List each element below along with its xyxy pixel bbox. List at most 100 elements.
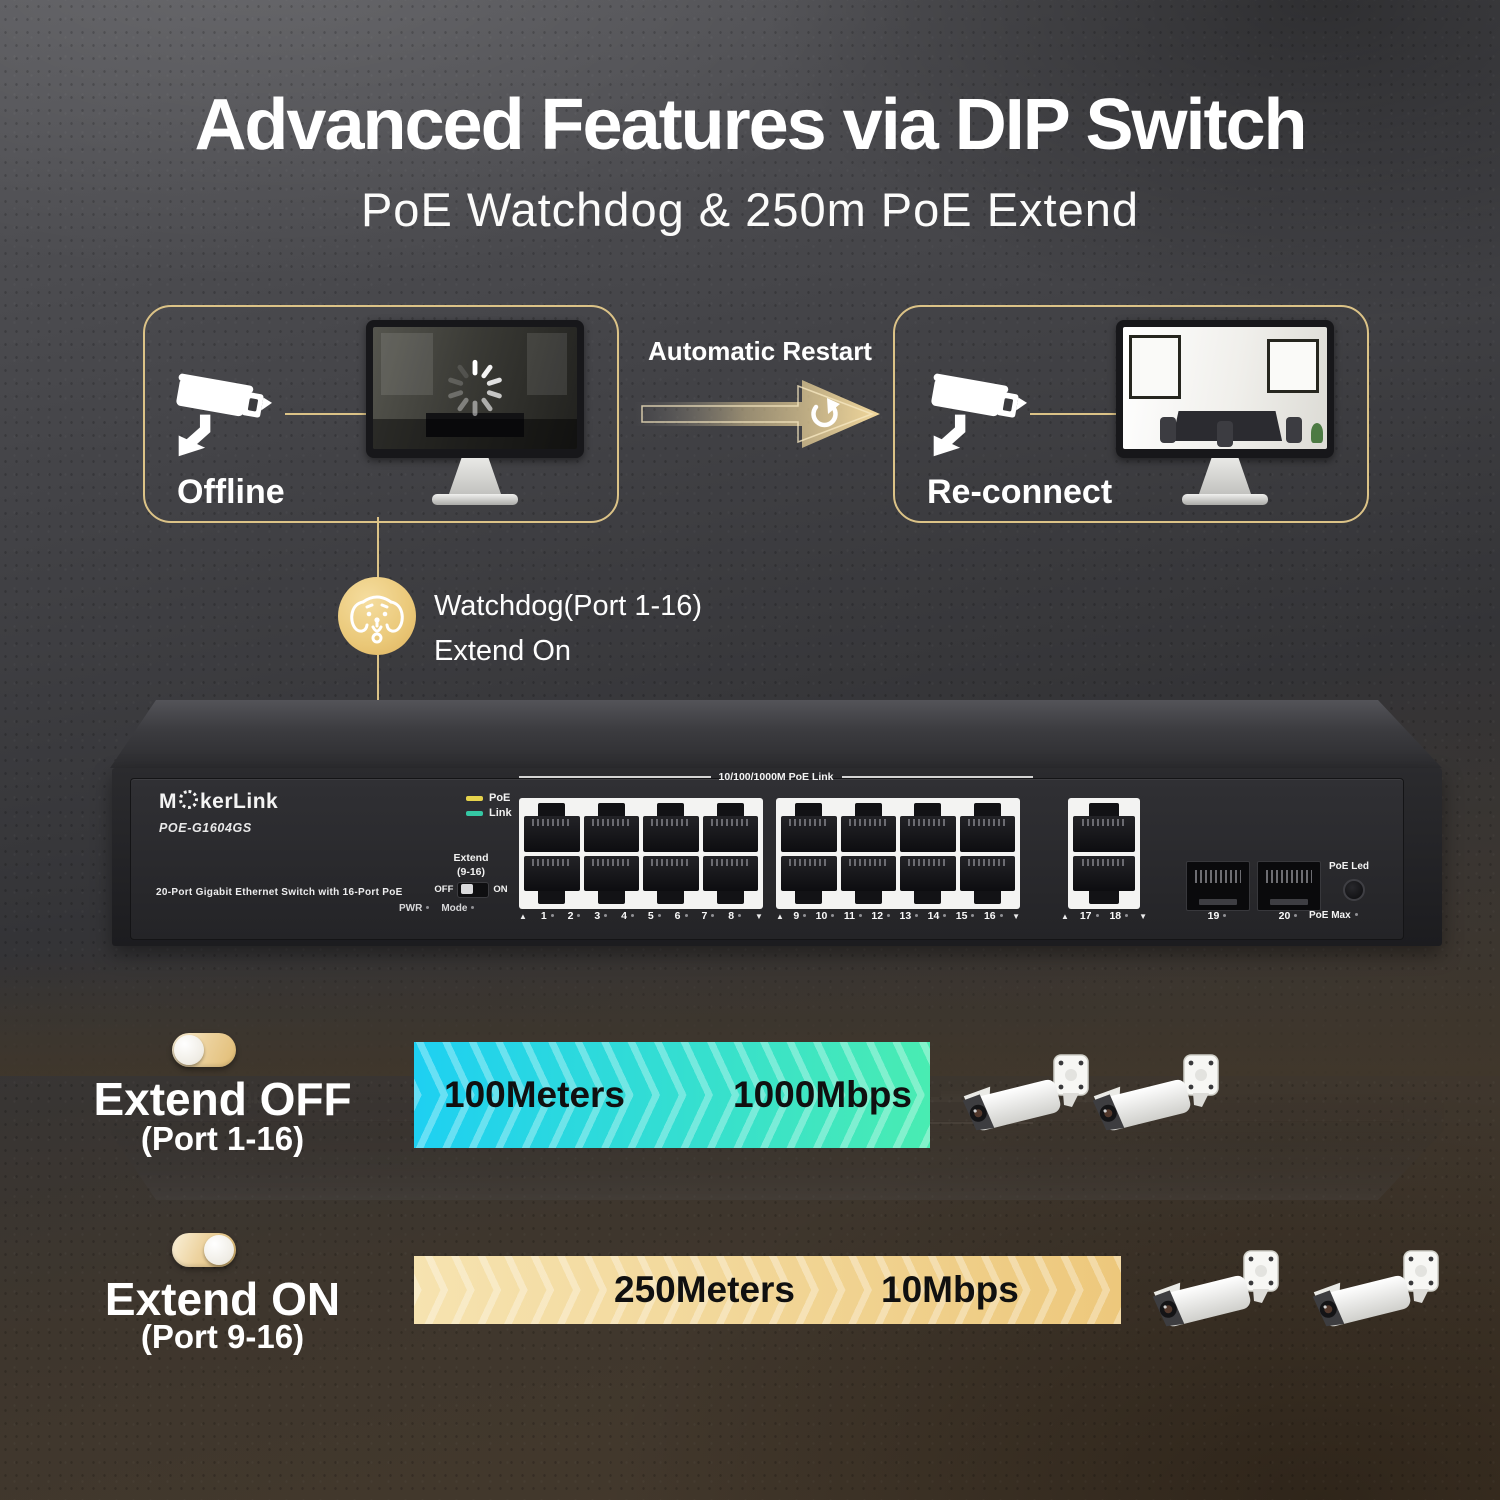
rj45-jack (643, 855, 699, 891)
rj45-port (781, 855, 837, 904)
port-number: 16 (984, 910, 1003, 922)
rj45-jack (583, 816, 639, 852)
model-number: POE-G1604GS (159, 821, 252, 835)
rj45-port (524, 855, 580, 904)
status-leds: PWR Mode (399, 903, 474, 914)
camera-group-off (960, 1048, 1220, 1142)
connector-line (1030, 413, 1118, 415)
reconnect-label: Re-connect (927, 473, 1113, 511)
rj45-jack (1073, 816, 1135, 852)
triangle-up-icon: ▲ (1061, 911, 1069, 921)
rj45-latch (854, 803, 882, 816)
rj45-latch (914, 891, 942, 904)
port-number: 9 (793, 910, 806, 922)
bullet-camera-icon (960, 1048, 1090, 1142)
port-number: 12 (871, 910, 890, 922)
monitor-frame (366, 320, 584, 458)
rj45-latch (538, 803, 566, 816)
rj45-latch (1089, 891, 1119, 904)
rj45-jack (900, 816, 956, 852)
legend-dash-icon (466, 810, 483, 816)
port-number: 17 (1080, 910, 1099, 922)
rj45-port (840, 803, 896, 852)
port-number: 6 (675, 910, 688, 922)
rj45-jack (702, 855, 758, 891)
port-number: 5 (648, 910, 661, 922)
port-number: 10 (816, 910, 835, 922)
led-legend: PoE Link (466, 792, 512, 819)
extend-on-distance: 250Meters (614, 1269, 796, 1310)
rj45-latch (973, 891, 1001, 904)
extend-off-toggle (172, 1033, 236, 1067)
port-number: 18 (1109, 910, 1128, 922)
legend-row: PoE (466, 792, 512, 804)
camera-group-on (1150, 1244, 1440, 1338)
switch-top-face (110, 700, 1442, 768)
monitor-stand (449, 458, 501, 494)
rj45-jack (583, 855, 639, 891)
sfp-port (1257, 861, 1321, 911)
extend-on-bar: 250Meters 10Mbps (414, 1256, 1121, 1324)
rj45-port (702, 855, 758, 904)
port-number: 4 (621, 910, 634, 922)
port-number: 3 (594, 910, 607, 922)
mode-label: Mode (441, 903, 474, 914)
rj45-port (524, 803, 580, 852)
rj45-port (583, 803, 639, 852)
bullet-camera-icon (1150, 1244, 1280, 1338)
dip-off-label: OFF (434, 884, 454, 895)
rj45-port (959, 803, 1015, 852)
ports-header: 10/100/1000M PoE Link (519, 771, 1034, 783)
poe-led-label: PoE Led (1329, 861, 1370, 872)
legend-row: Link (466, 807, 512, 819)
rj45-latch (973, 803, 1001, 816)
watchdog-caption-line1: Watchdog(Port 1-16) (434, 590, 703, 622)
rj45-port (643, 803, 699, 852)
triangle-down-icon: ▼ (1012, 911, 1020, 921)
rj45-latch (597, 891, 625, 904)
rj45-jack (900, 855, 956, 891)
extend-on-subtitle: (Port 9-16) (140, 1318, 305, 1355)
legend-dash-icon (466, 795, 483, 801)
poe-max-label: PoE Max (1309, 910, 1358, 921)
port-number: 1 (541, 910, 554, 922)
rj45-latch (914, 803, 942, 816)
rj45-jack (781, 816, 837, 852)
cctv-camera-icon (928, 359, 1032, 459)
watchdog-caption-line2: Extend On (434, 635, 572, 667)
reconnect-screen (1123, 327, 1327, 449)
dip-switch-group: Extend (9-16) OFF ON (434, 851, 508, 898)
legend-label: PoE (489, 792, 511, 804)
extend-on-toggle (172, 1233, 236, 1267)
pwr-label: PWR (399, 903, 429, 914)
port-number: 7 (701, 910, 714, 922)
rj45-port (840, 855, 896, 904)
extend-on-title: Extend ON (104, 1273, 341, 1325)
rj45-latch (795, 891, 823, 904)
port-number: 2 (568, 910, 581, 922)
port-number: 8 (728, 910, 741, 922)
rj45-latch (854, 891, 882, 904)
rj45-jack (840, 855, 896, 891)
refresh-icon (811, 398, 840, 428)
rj45-jack (702, 816, 758, 852)
rj45-latch (657, 891, 685, 904)
rj45-latch (657, 803, 685, 816)
port-panel-9-16 (776, 798, 1020, 909)
bullet-camera-icon (1090, 1048, 1220, 1142)
monitor-stand (1199, 458, 1251, 494)
device-description: 20-Port Gigabit Ethernet Switch with 16-… (156, 887, 403, 898)
rj45-jack (840, 816, 896, 852)
extend-off-subtitle: (Port 1-16) (140, 1120, 305, 1157)
bullet-camera-icon (1310, 1244, 1440, 1338)
brand-o-icon (179, 790, 198, 809)
rj45-latch (716, 803, 744, 816)
rj45-latch (538, 891, 566, 904)
rj45-jack (1073, 855, 1135, 891)
rj45-jack (524, 855, 580, 891)
port-number: 15 (956, 910, 975, 922)
